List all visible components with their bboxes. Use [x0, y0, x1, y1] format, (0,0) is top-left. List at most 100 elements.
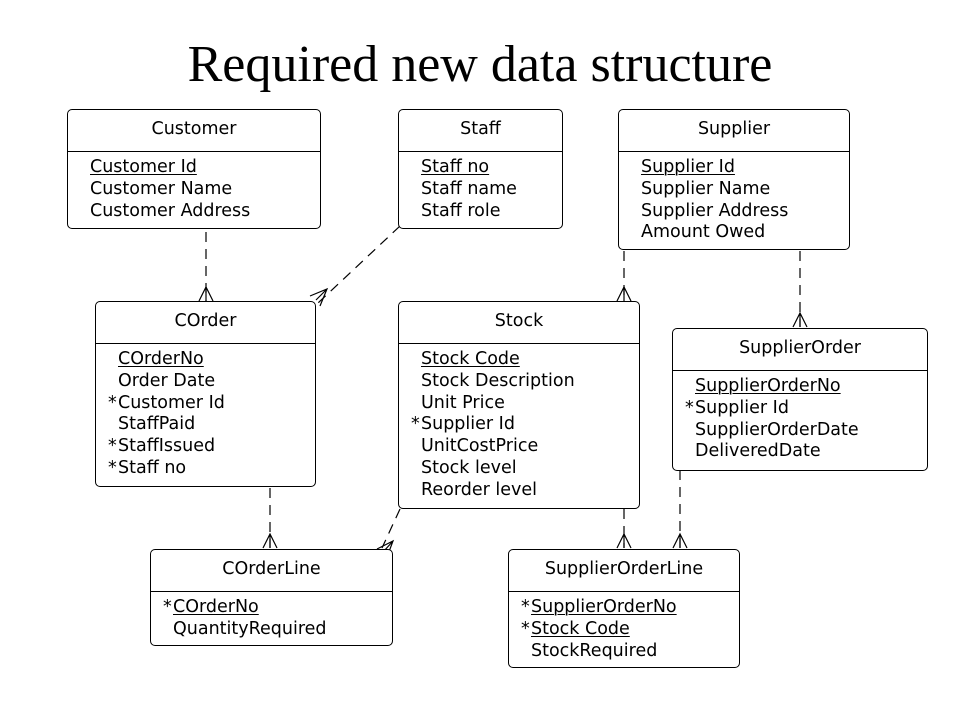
primary-key-attribute: COrderNo	[118, 349, 204, 369]
attribute-row: Supplier Id	[619, 157, 849, 179]
attribute-label: Supplier Id	[695, 397, 789, 418]
rel-stock-corderline	[381, 508, 401, 549]
foreign-key-marker: *	[521, 597, 530, 617]
attribute-label: SupplierOrderDate	[695, 419, 859, 440]
attribute-label: Customer Address	[90, 200, 251, 221]
foreign-key-marker: *	[521, 618, 530, 639]
crowfoot-supplier-stock	[616, 285, 632, 302]
entity-supplierorder[interactable]: SupplierOrder SupplierOrderNo*Supplier I…	[672, 328, 928, 471]
entity-name: Staff	[399, 110, 562, 152]
attribute-label: UnitCostPrice	[421, 436, 539, 457]
entity-name: SupplierOrderLine	[509, 550, 739, 592]
crowfoot-staff-corder	[309, 287, 329, 307]
crowfoot-customer-corder	[198, 285, 214, 302]
attribute-label: Reorder level	[421, 479, 537, 500]
attribute-label: Staff role	[421, 200, 501, 221]
attribute-label: Unit Price	[421, 392, 505, 413]
attribute-row: SupplierOrderNo	[673, 376, 927, 398]
crowfoot-supplierorder-supplierorderline	[672, 532, 688, 549]
primary-key-attribute: Supplier Id	[641, 157, 735, 177]
crowfoot-supplier-supplierorder	[792, 311, 808, 328]
attribute-row: UnitCostPrice	[399, 436, 639, 458]
attribute-row: Unit Price	[399, 393, 639, 415]
entity-name: COrderLine	[151, 550, 392, 592]
attribute-label: StaffIssued	[118, 436, 216, 457]
foreign-key-marker: *	[163, 597, 172, 617]
attribute-row: Supplier Address	[619, 201, 849, 223]
attribute-label: Customer Name	[90, 178, 233, 199]
attribute-row: *Supplier Id	[399, 414, 639, 436]
attribute-label: Stock level	[421, 457, 517, 478]
attribute-row: *Customer Id	[96, 393, 315, 415]
foreign-key-marker: *	[108, 392, 117, 413]
foreign-key-marker: *	[108, 457, 117, 478]
attribute-label: Customer Id	[118, 392, 225, 413]
attribute-row: SupplierOrderDate	[673, 420, 927, 442]
attribute-row: DeliveredDate	[673, 441, 927, 463]
attribute-label: StaffPaid	[118, 414, 196, 435]
primary-key-attribute: SupplierOrderNo	[531, 597, 677, 617]
attribute-label: Supplier Address	[641, 200, 789, 221]
primary-key-attribute: Stock Code	[531, 618, 630, 639]
attribute-row: Amount Owed	[619, 222, 849, 244]
attribute-label: StockRequired	[531, 640, 658, 661]
attribute-row: Staff name	[399, 179, 562, 201]
foreign-key-marker: *	[411, 414, 420, 435]
foreign-key-marker: *	[108, 436, 117, 457]
attribute-label: Stock Description	[421, 370, 575, 391]
attribute-label: DeliveredDate	[695, 441, 821, 462]
attribute-label: Staff no	[118, 457, 187, 478]
crowfoot-stock-supplierorderline	[616, 532, 632, 549]
attribute-label: Staff name	[421, 178, 517, 199]
attribute-row: Stock Code	[399, 349, 639, 371]
attribute-row: QuantityRequired	[151, 619, 392, 641]
attribute-row: Stock level	[399, 458, 639, 480]
attribute-row: StaffPaid	[96, 414, 315, 436]
attribute-row: *COrderNo	[151, 597, 392, 619]
attribute-row: Supplier Name	[619, 179, 849, 201]
rel-staff-corder	[317, 225, 401, 304]
attribute-label: Supplier Id	[421, 414, 515, 435]
primary-key-attribute: Staff no	[421, 157, 490, 177]
attribute-row: *SupplierOrderNo	[509, 597, 739, 619]
attribute-row: Customer Address	[68, 201, 320, 223]
attribute-row: Stock Description	[399, 371, 639, 393]
entity-name: Supplier	[619, 110, 849, 152]
primary-key-attribute: COrderNo	[173, 597, 259, 617]
attribute-label: Order Date	[118, 370, 216, 391]
primary-key-attribute: SupplierOrderNo	[695, 376, 841, 396]
entity-name: Customer	[68, 110, 320, 152]
attribute-row: COrderNo	[96, 349, 315, 371]
foreign-key-marker: *	[685, 397, 694, 418]
attribute-row: Staff no	[399, 157, 562, 179]
page-title: Required new data structure	[187, 36, 773, 93]
attribute-row: Order Date	[96, 371, 315, 393]
entity-name: Stock	[399, 302, 639, 344]
attribute-row: Reorder level	[399, 480, 639, 502]
primary-key-attribute: Customer Id	[90, 157, 197, 177]
attribute-label: Supplier Name	[641, 178, 771, 199]
attribute-label: QuantityRequired	[173, 618, 327, 639]
attribute-row: *Staff no	[96, 458, 315, 480]
entity-supplierorderline[interactable]: SupplierOrderLine *SupplierOrderNo*Stock…	[508, 549, 740, 668]
attribute-row: *Supplier Id	[673, 398, 927, 420]
attribute-label: Amount Owed	[641, 222, 766, 243]
crowfoot-corder-corderline	[262, 532, 278, 549]
attribute-row: *StaffIssued	[96, 436, 315, 458]
attribute-row: StockRequired	[509, 641, 739, 663]
attribute-row: Customer Name	[68, 179, 320, 201]
